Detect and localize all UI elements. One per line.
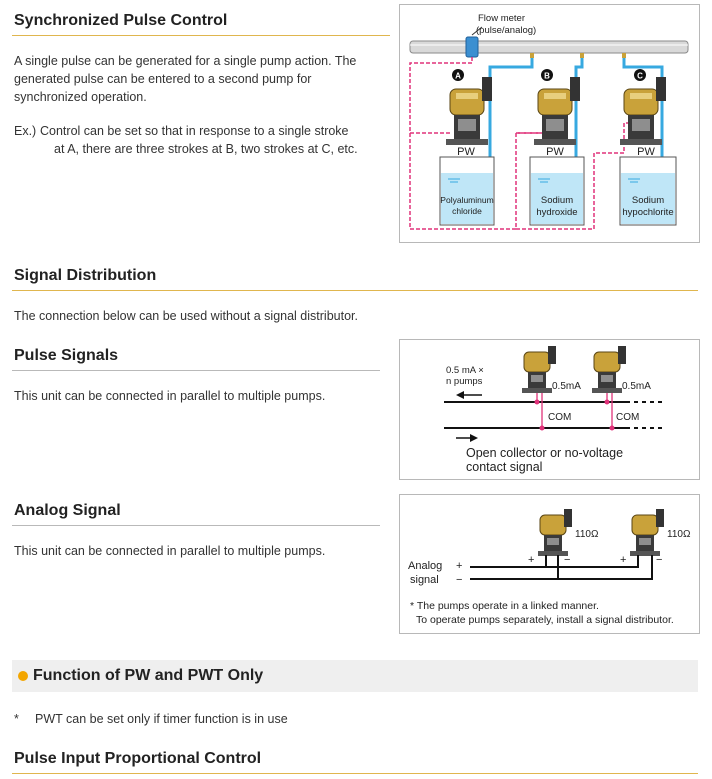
pump-b-label: B: [544, 72, 550, 81]
analog-minus-2: −: [656, 554, 662, 566]
sync-paragraph: A single pulse can be generated for a si…: [14, 54, 357, 104]
tank-c: [619, 156, 677, 226]
function-note: PWT can be set only if timer function is…: [35, 712, 288, 726]
sync-title: Synchronized Pulse Control: [14, 12, 228, 29]
signal-distribution-rule: [12, 290, 698, 291]
analog-label-line2: signal: [410, 574, 439, 586]
function-section-header: Function of PW and PWT Only: [12, 660, 698, 692]
analog-signal-title: Analog Signal: [14, 502, 121, 519]
analog-input-minus: −: [456, 574, 462, 586]
tank-b: [529, 156, 585, 226]
tank-c-line2: hypochlorite: [622, 207, 673, 218]
pump-a-label: A: [455, 72, 461, 81]
pulse-signals-title: Pulse Signals: [14, 347, 119, 364]
analog-signal-rule: [12, 525, 380, 526]
analog-minus-1: −: [564, 554, 570, 566]
analog-pump-1-icon: [538, 509, 572, 556]
pump-c-label: C: [637, 72, 643, 81]
signal-distribution-title: Signal Distribution: [14, 267, 157, 284]
sync-example-prefix: Ex.): [14, 124, 37, 138]
sync-diagram: Flow meter (pulse/analog): [399, 4, 700, 243]
analog-input-plus: +: [456, 560, 462, 572]
tank-b-line1: Sodium: [541, 195, 573, 206]
pump-b-model: PW: [546, 146, 564, 158]
function-note-mark: *: [14, 712, 19, 726]
analog-plus-1: +: [528, 554, 534, 566]
analog-note-line2: To operate pumps separately, install a s…: [416, 614, 674, 626]
tank-c-line1: Sodium: [632, 195, 664, 206]
tank-a-line1: Polyaluminum: [440, 195, 493, 205]
pulse-caption-line1: Open collector or no-voltage: [466, 446, 623, 460]
pulse-signals-rule: [12, 370, 380, 371]
analog-pump-2-icon: [630, 509, 664, 556]
pulse-input-rule: [12, 773, 698, 774]
tank-b-line2: hydroxide: [536, 207, 577, 218]
pump-b-icon: [534, 77, 580, 145]
analog-plus-2: +: [620, 554, 626, 566]
sync-example-line1: Control can be set so that in response t…: [40, 124, 349, 138]
pulse-signals-diagram: 0.5 mA × n pumps 0.5mA 0.5mA COM COM Ope…: [399, 339, 700, 480]
pulse-signals-paragraph: This unit can be connected in parallel t…: [14, 389, 326, 403]
analog-note-line1: * The pumps operate in a linked manner.: [410, 600, 599, 612]
pulse-caption-line2: contact signal: [466, 460, 542, 474]
flow-meter-icon: [465, 36, 479, 58]
analog-signal-diagram: 110Ω 110Ω + − + − Analog signal + − * Th…: [399, 494, 700, 634]
pulse-com-label-2: COM: [616, 412, 639, 423]
pump-a-model: PW: [457, 146, 475, 158]
flow-meter-label: Flow meter: [478, 13, 525, 24]
pulse-pump-2-current: 0.5mA: [622, 381, 651, 392]
pulse-pump-2-icon: [592, 346, 626, 393]
tank-a: [439, 156, 495, 226]
pulse-com-label-1: COM: [548, 412, 571, 423]
analog-signal-paragraph: This unit can be connected in parallel t…: [14, 544, 326, 558]
pulse-input-title: Pulse Input Proportional Control: [14, 750, 262, 767]
tank-a-line2: chloride: [452, 206, 482, 216]
pump-c-icon: [620, 77, 666, 145]
pulse-pump-1-icon: [522, 346, 556, 393]
sync-example-line2: at A, there are three strokes at B, two …: [54, 142, 358, 156]
signal-distribution-paragraph: The connection below can be used without…: [14, 309, 358, 323]
pump-a-icon: [446, 77, 492, 145]
pulse-current-line2: n pumps: [446, 376, 483, 387]
bullet-dot-icon: [18, 671, 28, 681]
sync-title-rule: [12, 35, 390, 36]
pump-c-model: PW: [637, 146, 655, 158]
analog-resistance-1: 110Ω: [575, 529, 599, 540]
pulse-current-line1: 0.5 mA ×: [446, 365, 484, 376]
analog-label-line1: Analog: [408, 560, 442, 572]
function-title: Function of PW and PWT Only: [33, 667, 264, 684]
flow-meter-sub-label: (pulse/analog): [476, 25, 536, 36]
analog-resistance-2: 110Ω: [667, 529, 691, 540]
pulse-pump-1-current: 0.5mA: [552, 381, 581, 392]
